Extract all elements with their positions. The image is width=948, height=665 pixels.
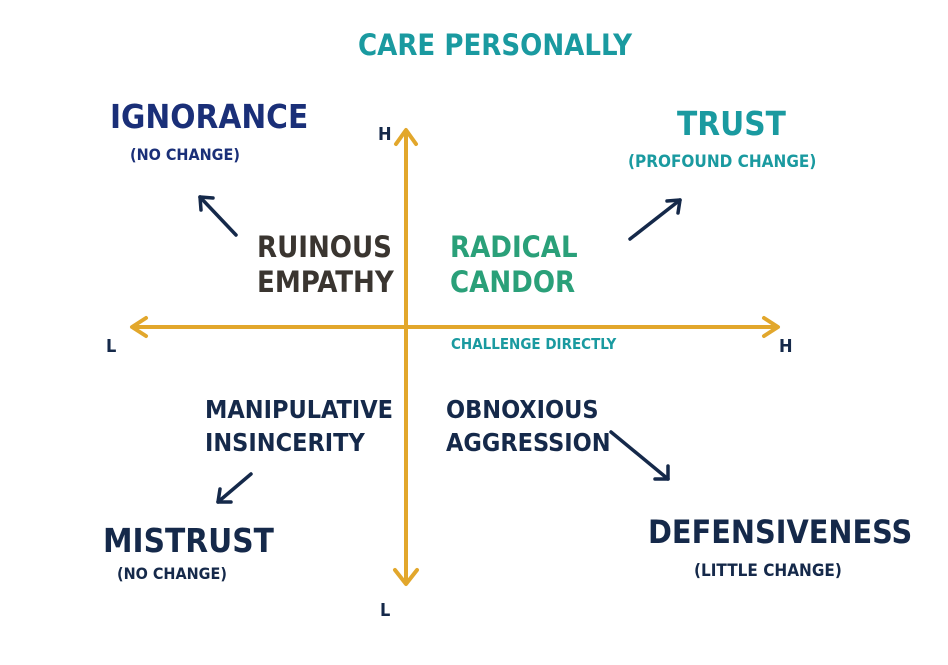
outcome-ignorance-subtitle: (NO CHANGE): [130, 145, 240, 164]
quadrant-line: AGGRESSION: [446, 427, 611, 457]
outcome-defensiveness-title: DEFENSIVENESS: [648, 513, 913, 551]
y-axis-high-label: H: [378, 124, 392, 145]
x-axis-title: CHALLENGE DIRECTLY: [451, 335, 617, 353]
quadrant-obnoxious-aggression: OBNOXIOUS AGGRESSION: [446, 394, 611, 459]
quadrant-line: CANDOR: [450, 265, 576, 300]
arrow-to-ignorance: [198, 195, 238, 237]
y-axis-low-label: L: [380, 600, 391, 621]
outcome-defensiveness-subtitle: (LITTLE CHANGE): [694, 561, 842, 581]
quadrant-line: EMPATHY: [257, 265, 394, 300]
outcome-mistrust-subtitle: (NO CHANGE): [117, 564, 227, 583]
arrow-to-trust: [628, 198, 682, 241]
diagram-title: CARE PERSONALLY: [358, 28, 632, 62]
x-axis-high-label: H: [779, 336, 793, 357]
horizontal-axis-left-arrowhead: [130, 316, 148, 338]
quadrant-line: INSINCERITY: [205, 427, 365, 457]
x-axis-low-label: L: [106, 336, 117, 357]
outcome-trust-subtitle: (PROFOUND CHANGE): [628, 152, 817, 172]
quadrant-radical-candor: RADICAL CANDOR: [450, 230, 578, 301]
outcome-trust-title: TRUST: [677, 104, 786, 143]
quadrant-line: RADICAL: [450, 230, 578, 264]
arrow-to-defensiveness: [609, 430, 670, 481]
quadrant-line: OBNOXIOUS: [446, 395, 599, 424]
arrow-to-mistrust: [216, 472, 253, 504]
quadrant-manipulative-insincerity: MANIPULATIVE INSINCERITY: [205, 394, 393, 459]
vertical-axis-bottom-arrowhead: [393, 568, 419, 586]
quadrant-line: RUINOUS: [257, 230, 392, 264]
vertical-axis-top-arrowhead: [394, 128, 418, 146]
quadrant-line: MANIPULATIVE: [205, 395, 394, 424]
outcome-ignorance-title: IGNORANCE: [110, 97, 309, 136]
horizontal-axis-right-arrowhead: [762, 316, 780, 338]
outcome-mistrust-title: MISTRUST: [103, 521, 274, 560]
quadrant-ruinous-empathy: RUINOUS EMPATHY: [257, 230, 394, 301]
